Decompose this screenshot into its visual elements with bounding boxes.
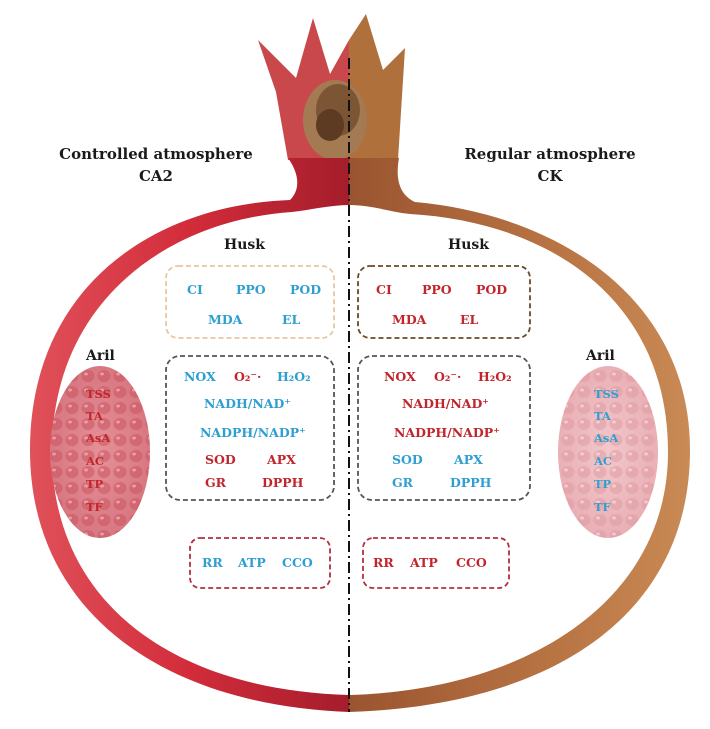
right-aril-tss: TSS [594,387,619,401]
left-redox-nadph: NADPH/NADP⁺ [200,425,306,440]
right-aril-ac: AC [594,454,613,468]
right-aril-asa: AsA [594,431,619,445]
left-energy-cco: CCO [282,555,313,570]
right-aril-tp: TP [594,477,612,491]
left-redox-gr: GR [205,475,227,490]
aril-right [558,366,658,538]
husk-box-left [165,265,335,339]
left-redox-apx: APX [267,452,296,467]
right-redox-gr: GR [392,475,414,490]
right-redox-apx: APX [454,452,483,467]
right-husk-el: EL [460,312,479,327]
right-husk-label: Husk [448,237,489,253]
left-aril-tf: TF [86,500,103,514]
redox-box-right [357,355,531,501]
right-redox-nadph: NADPH/NADP⁺ [394,425,500,440]
right-aril-label: Aril [586,348,615,364]
right-husk-pod: POD [476,282,508,297]
right-husk-ppo: PPO [422,282,452,297]
left-husk-pod: POD [290,282,322,297]
left-husk-label: Husk [224,237,265,253]
redox-box-left [165,355,335,501]
right-energy-cco: CCO [456,555,487,570]
energy-box-right [362,537,510,589]
right-husk-mda: MDA [392,312,427,327]
left-energy-rr: RR [202,555,223,570]
left-redox-nox: NOX [184,369,216,384]
left-aril-label: Aril [86,348,115,364]
left-husk-mda: MDA [208,312,243,327]
left-husk-ci: CI [187,282,203,297]
left-redox-sod: SOD [205,452,236,467]
left-aril-asa: AsA [86,431,111,445]
right-redox-h2o2: H₂O₂ [478,369,512,384]
left-husk-el: EL [282,312,301,327]
right-redox-dpph: DPPH [450,475,492,490]
left-energy-atp: ATP [238,555,266,570]
right-redox-nox: NOX [384,369,416,384]
right-title-line1: Regular atmosphere [464,145,636,163]
right-redox-superoxide: O₂⁻· [434,369,462,384]
energy-box-left [189,537,331,589]
right-redox-nadh: NADH/NAD⁺ [402,396,489,411]
left-title-line2: CA2 [138,167,173,185]
left-title-line1: Controlled atmosphere [59,145,253,163]
left-redox-h2o2: H₂O₂ [277,369,311,384]
left-aril-tp: TP [86,477,104,491]
right-husk-ci: CI [376,282,392,297]
husk-box-right [357,265,531,339]
left-husk-ppo: PPO [236,282,266,297]
right-aril-tf: TF [594,500,611,514]
left-aril-ac: AC [86,454,105,468]
fruit-flesh [52,205,668,695]
left-redox-superoxide: O₂⁻· [234,369,262,384]
left-redox-dpph: DPPH [262,475,304,490]
right-energy-rr: RR [373,555,394,570]
left-aril-tss: TSS [86,387,111,401]
right-redox-sod: SOD [392,452,423,467]
left-redox-nadh: NADH/NAD⁺ [204,396,291,411]
right-title-line2: CK [537,167,563,185]
right-energy-atp: ATP [410,555,438,570]
aril-left [50,366,150,538]
crown-center [303,80,367,160]
right-aril-ta: TA [594,409,611,423]
left-aril-ta: TA [86,409,103,423]
